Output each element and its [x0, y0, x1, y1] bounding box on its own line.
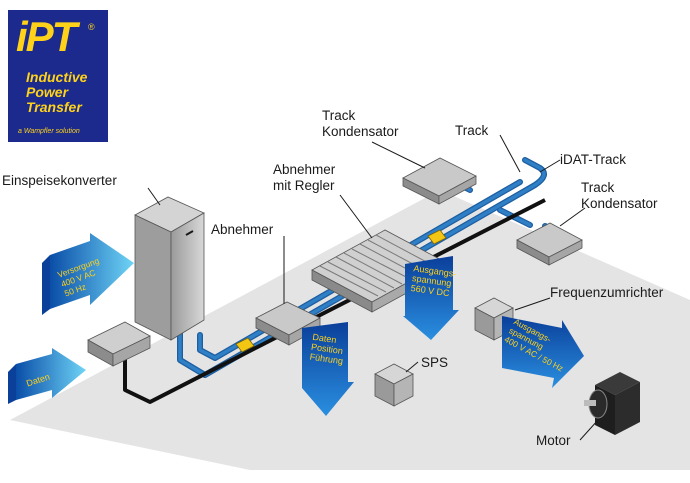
logo-line-transfer: Transfer — [26, 99, 82, 115]
versorgung-arrow — [42, 233, 134, 315]
ausgang-dc-arrow — [403, 256, 459, 340]
logo-brand: iPT — [16, 13, 77, 60]
label-abnehmer: Abnehmer — [211, 222, 274, 237]
logo-tagline: a Wampfler solution — [18, 128, 80, 135]
label-track-kondensator-right-line-2: Kondensator — [581, 196, 658, 211]
label-track-kondensator-right-line-1: Track — [581, 180, 615, 195]
label-abnehmer-mit-regler-line-2: mit Regler — [273, 178, 335, 193]
floor-plane — [10, 190, 690, 470]
ausgang-dc-text: Ausgangs- spannung 560 V DC — [410, 263, 457, 299]
label-track-kondensator-top: Track Kondensator — [322, 108, 399, 140]
label-idat-track: iDAT-Track — [560, 152, 626, 167]
logo-line-inductive: Inductive — [26, 69, 88, 85]
label-frequenzumrichter: Frequenzumrichter — [550, 285, 664, 300]
ausgang-ac-arrow — [502, 316, 584, 388]
label-track-kondensator-top-line-1: Track — [322, 108, 356, 123]
logo-registered-mark: ® — [88, 22, 95, 32]
label-sps: SPS — [421, 355, 449, 370]
track-kondensator-top — [402, 157, 477, 205]
einspeisekonverter-cabinet — [134, 196, 205, 341]
daten-position-text: Daten Position Führung — [309, 332, 346, 366]
ipt-logo: iPT ® Inductive Power Transfer a Wampfle… — [8, 10, 108, 142]
label-einspeisekonverter: Einspeisekonverter — [2, 173, 117, 188]
daten-arrow — [8, 348, 86, 404]
label-track-kondensator-right: Track Kondensator — [581, 180, 658, 212]
track-kondensator-right — [516, 222, 583, 266]
idat-marker-1 — [427, 229, 447, 245]
logo-line-power: Power — [26, 84, 69, 100]
label-motor: Motor — [536, 433, 571, 448]
data-cable — [123, 198, 546, 404]
motor — [584, 372, 640, 435]
data-interface-box — [87, 321, 151, 367]
label-track: Track — [455, 123, 489, 138]
idat-marker-2 — [235, 337, 255, 353]
sps-box — [374, 363, 414, 407]
label-abnehmer-mit-regler-line-1: Abnehmer — [273, 162, 336, 177]
label-abnehmer-mit-regler: Abnehmer mit Regler — [273, 162, 335, 194]
daten-position-arrow — [302, 322, 354, 416]
label-track-kondensator-top-line-2: Kondensator — [322, 124, 399, 139]
